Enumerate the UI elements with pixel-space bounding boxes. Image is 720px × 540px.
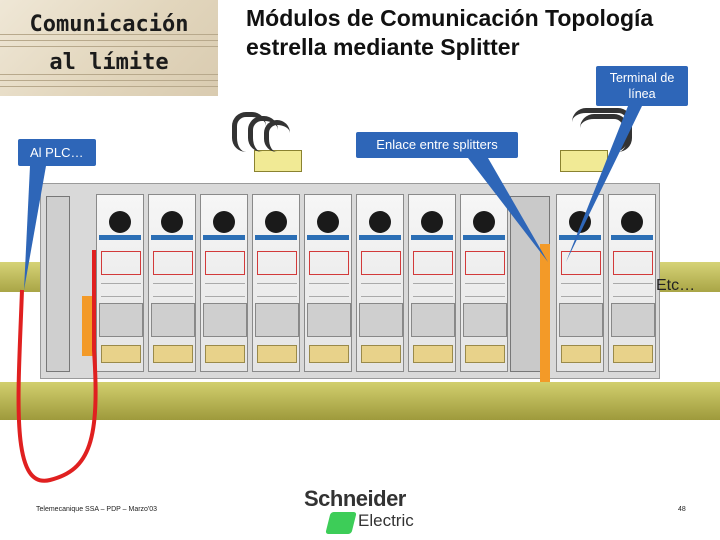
schneider-electric-logo: Schneider Electric bbox=[300, 484, 430, 536]
comm-module bbox=[608, 194, 656, 372]
comm-module bbox=[148, 194, 196, 372]
brand-name: Schneider bbox=[304, 486, 406, 512]
splitter-link-cable bbox=[540, 244, 550, 382]
comm-module bbox=[356, 194, 404, 372]
callout-splitter-link: Enlace entre splitters bbox=[356, 132, 518, 158]
callout-to-plc: Al PLC… bbox=[18, 139, 96, 166]
logo-line-1: Comunicación bbox=[0, 12, 218, 37]
cable-5 bbox=[580, 114, 628, 152]
brand-sub: Electric bbox=[358, 511, 414, 531]
comm-module bbox=[252, 194, 300, 372]
page-number: 48 bbox=[678, 506, 686, 513]
comm-module bbox=[556, 194, 604, 372]
callout-line-terminal: Terminal de línea bbox=[596, 66, 688, 106]
logo-line-2: al límite bbox=[0, 50, 218, 75]
comm-module bbox=[408, 194, 456, 372]
footer-text: Telemecanique SSA – PDP – Marzo'03 bbox=[36, 506, 157, 513]
comm-module bbox=[304, 194, 352, 372]
splitter-box-1 bbox=[254, 150, 302, 172]
course-logo: Comunicación al límite bbox=[0, 0, 218, 96]
plc-red-cable bbox=[0, 160, 120, 500]
slide-title: Módulos de Comunicación Topología estrel… bbox=[246, 4, 716, 62]
comm-module bbox=[200, 194, 248, 372]
etc-label: Etc… bbox=[656, 277, 695, 295]
cable-3 bbox=[264, 120, 290, 152]
splitter-box-2 bbox=[560, 150, 608, 172]
brand-mark-icon bbox=[325, 512, 356, 534]
comm-module bbox=[460, 194, 508, 372]
